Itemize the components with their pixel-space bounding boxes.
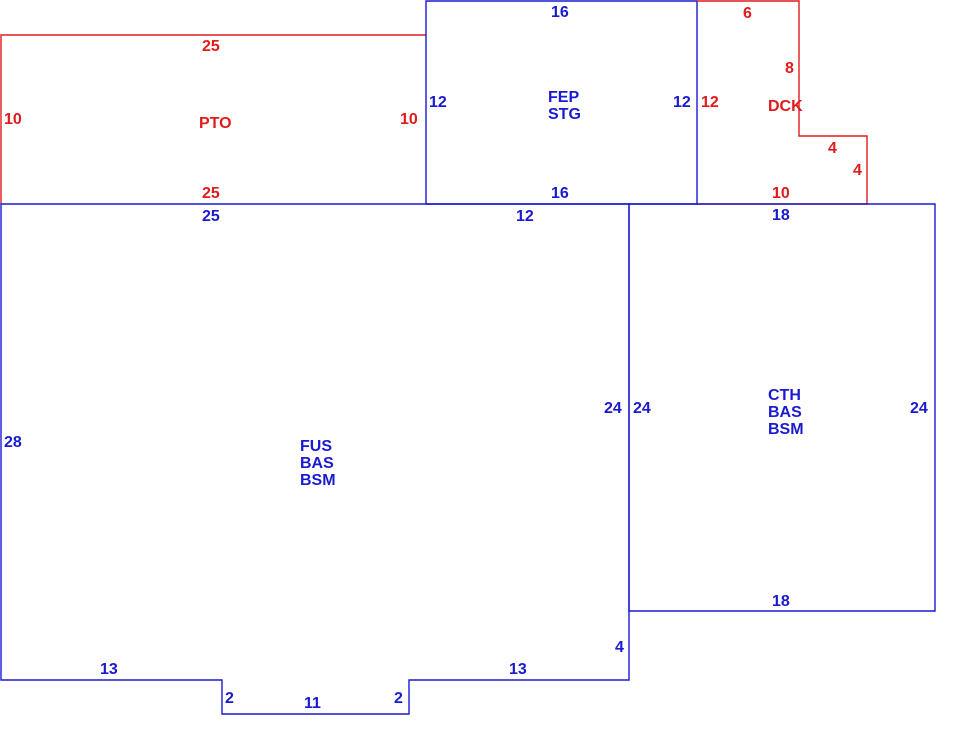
fus-dim-right-lower: 4 bbox=[615, 639, 624, 656]
fus-dim-bottom-left: 13 bbox=[100, 661, 118, 678]
fep-label-line2: STG bbox=[548, 106, 581, 123]
pto-dim-bottom: 25 bbox=[202, 185, 220, 202]
dck-dim-left: 12 bbox=[701, 94, 719, 111]
fus-dim-notch-right: 2 bbox=[394, 690, 403, 707]
cth-outline bbox=[628, 203, 936, 612]
pto-outline bbox=[0, 34, 426, 204]
pto-dim-left: 10 bbox=[4, 111, 22, 128]
pto-label: PTO bbox=[199, 115, 232, 132]
cth-dim-left: 24 bbox=[633, 400, 651, 417]
fus-dim-notch-bottom: 11 bbox=[304, 695, 321, 712]
fus-label-line1: FUS bbox=[300, 438, 332, 455]
cth-label-line3: BSM bbox=[768, 421, 804, 438]
fep-label-line1: FEP bbox=[548, 89, 579, 106]
cth-dim-bottom: 18 bbox=[772, 593, 790, 610]
cth-dim-right: 24 bbox=[910, 400, 928, 417]
fus-dim-left: 28 bbox=[4, 434, 22, 451]
fus-dim-right: 24 bbox=[604, 400, 622, 417]
fus-label-line2: BAS bbox=[300, 455, 334, 472]
fus-dim-notch-left: 2 bbox=[225, 690, 234, 707]
cth-label-line1: CTH bbox=[768, 387, 801, 404]
dck-dim-bottom: 10 bbox=[772, 185, 790, 202]
pto-dim-top: 25 bbox=[202, 38, 220, 55]
pto-dim-right: 10 bbox=[400, 111, 418, 128]
cth-label-line2: BAS bbox=[768, 404, 802, 421]
area-dck: DCK 6 12 8 4 4 10 bbox=[697, 0, 868, 205]
area-fep: FEP STG 16 12 12 16 bbox=[425, 0, 698, 205]
fus-label-line3: BSM bbox=[300, 472, 336, 489]
fus-dim-top-right: 12 bbox=[516, 208, 534, 225]
area-pto: PTO 25 10 10 25 bbox=[0, 34, 426, 204]
fep-dim-top: 16 bbox=[551, 4, 569, 21]
dck-dim-step-vertical: 4 bbox=[853, 162, 862, 179]
fus-dim-bottom-right: 13 bbox=[509, 661, 527, 678]
dck-dim-right-upper: 8 bbox=[785, 60, 794, 77]
dck-label: DCK bbox=[768, 98, 803, 115]
fep-dim-left: 12 bbox=[429, 94, 447, 111]
fep-dim-bottom: 16 bbox=[551, 185, 569, 202]
fep-dim-right: 12 bbox=[673, 94, 691, 111]
cth-dim-top: 18 bbox=[772, 207, 790, 224]
area-cth: CTH BAS BSM 18 24 24 18 bbox=[628, 203, 936, 612]
fus-dim-top-left: 25 bbox=[202, 208, 220, 225]
dck-dim-top: 6 bbox=[743, 5, 752, 22]
dck-dim-step-horizontal: 4 bbox=[828, 140, 837, 157]
area-fus: FUS BAS BSM 25 12 28 24 4 13 13 2 2 11 bbox=[0, 203, 630, 715]
